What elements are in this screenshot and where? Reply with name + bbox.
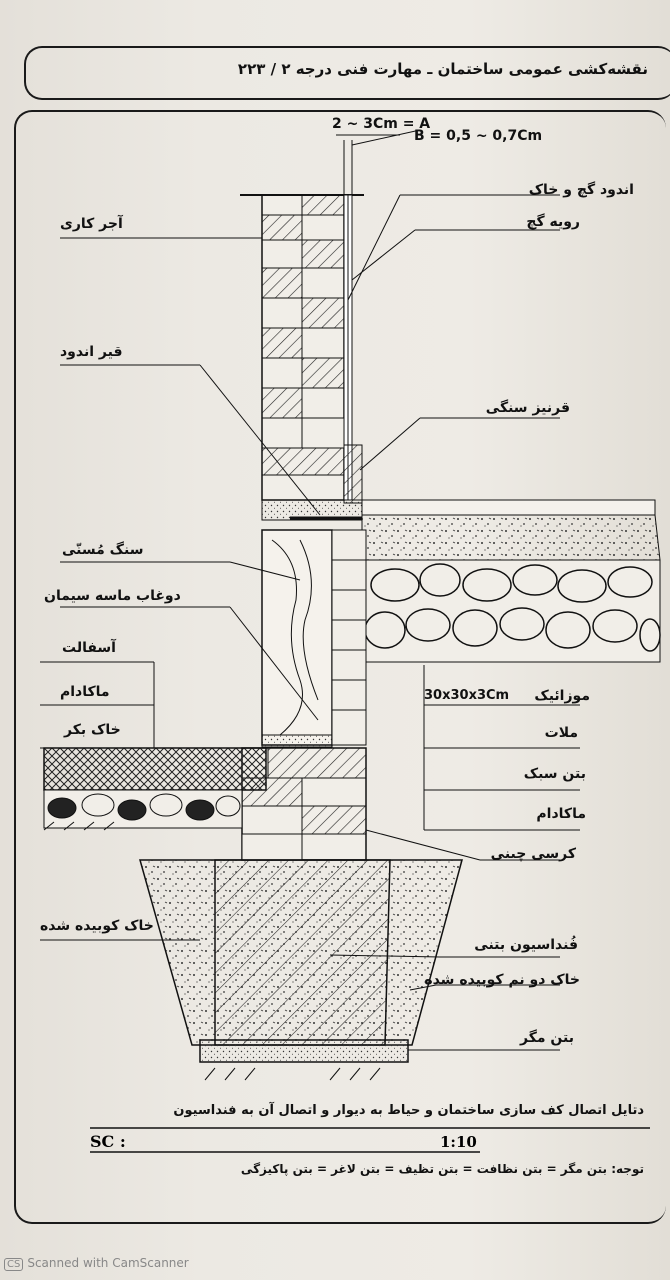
label-stone-cornice: قرنیز سنگی [485,400,570,416]
label-macadam-left: ماکادام [60,684,110,700]
label-compacted-soil: خاک کوبیده شده [40,918,154,934]
label-mosaic: موزائیک [534,688,590,704]
brick-wall [240,194,364,501]
interior-floor [361,499,661,663]
label-cement-grout: دوغاب ماسه سیمان [44,588,181,604]
footnote: توجه: بتن مگر = بتن نظافت = بتن تظیف = ب… [240,1162,644,1176]
label-mortar: ملات [544,725,578,741]
leader-lines [40,194,560,1051]
cut-stone-block [261,529,333,748]
scale-value: 1:10 [440,1133,477,1151]
camscanner-logo-icon: CS [4,1258,24,1271]
label-mosaic-size: 30x30x3Cm [424,688,510,703]
label-plaster-soil: اندود گچ و خاک [528,182,634,198]
label-lean-concrete: بتن مگر [520,1030,574,1046]
label-gypsum-finish: رویه گچ [526,214,580,230]
concrete-foundation [139,859,463,1081]
label-macadam-right: ماکادام [536,806,586,822]
floor-layer-legend-lines [423,665,580,831]
label-bitumen: قیر اندود [60,344,123,360]
exterior-yard [43,747,267,831]
label-cut-stone: سنگ مُسنّی [62,542,144,558]
drawing-frame [14,110,666,1224]
dim-b-label: B = 0,5 ~ 0,7Cm [414,128,543,144]
watermark-text: Scanned with CamScanner [27,1256,189,1270]
label-brickwork: آجر کاری [60,216,123,232]
label-asphalt: آسفالت [62,640,116,656]
page-header: نقشه‌کشی عمومی ساختمان ـ مهارت فنی درجه … [237,60,648,78]
label-plinth-brick: کرسی چینی [490,846,576,862]
plinth-brick-column [241,529,367,861]
label-light-concrete: بتن سبک [523,766,586,782]
header-box [24,46,670,100]
label-damp-soil: خاک دو نم کوبیده شده [424,972,580,988]
scale-label: SC : [90,1132,126,1151]
label-virgin-soil: خاک بکر [64,722,121,738]
drawing-caption: دتایل اتصال کف سازی ساختمان و حیاط به دی… [173,1103,644,1118]
stone-cornice [343,444,363,504]
dim-a-label: 2 ~ 3Cm = A [332,116,431,132]
left-layer-legend-lines [40,661,155,749]
label-concrete-foundation: فُنداسیون بتنی [474,937,578,953]
dimension-marks [336,129,421,195]
